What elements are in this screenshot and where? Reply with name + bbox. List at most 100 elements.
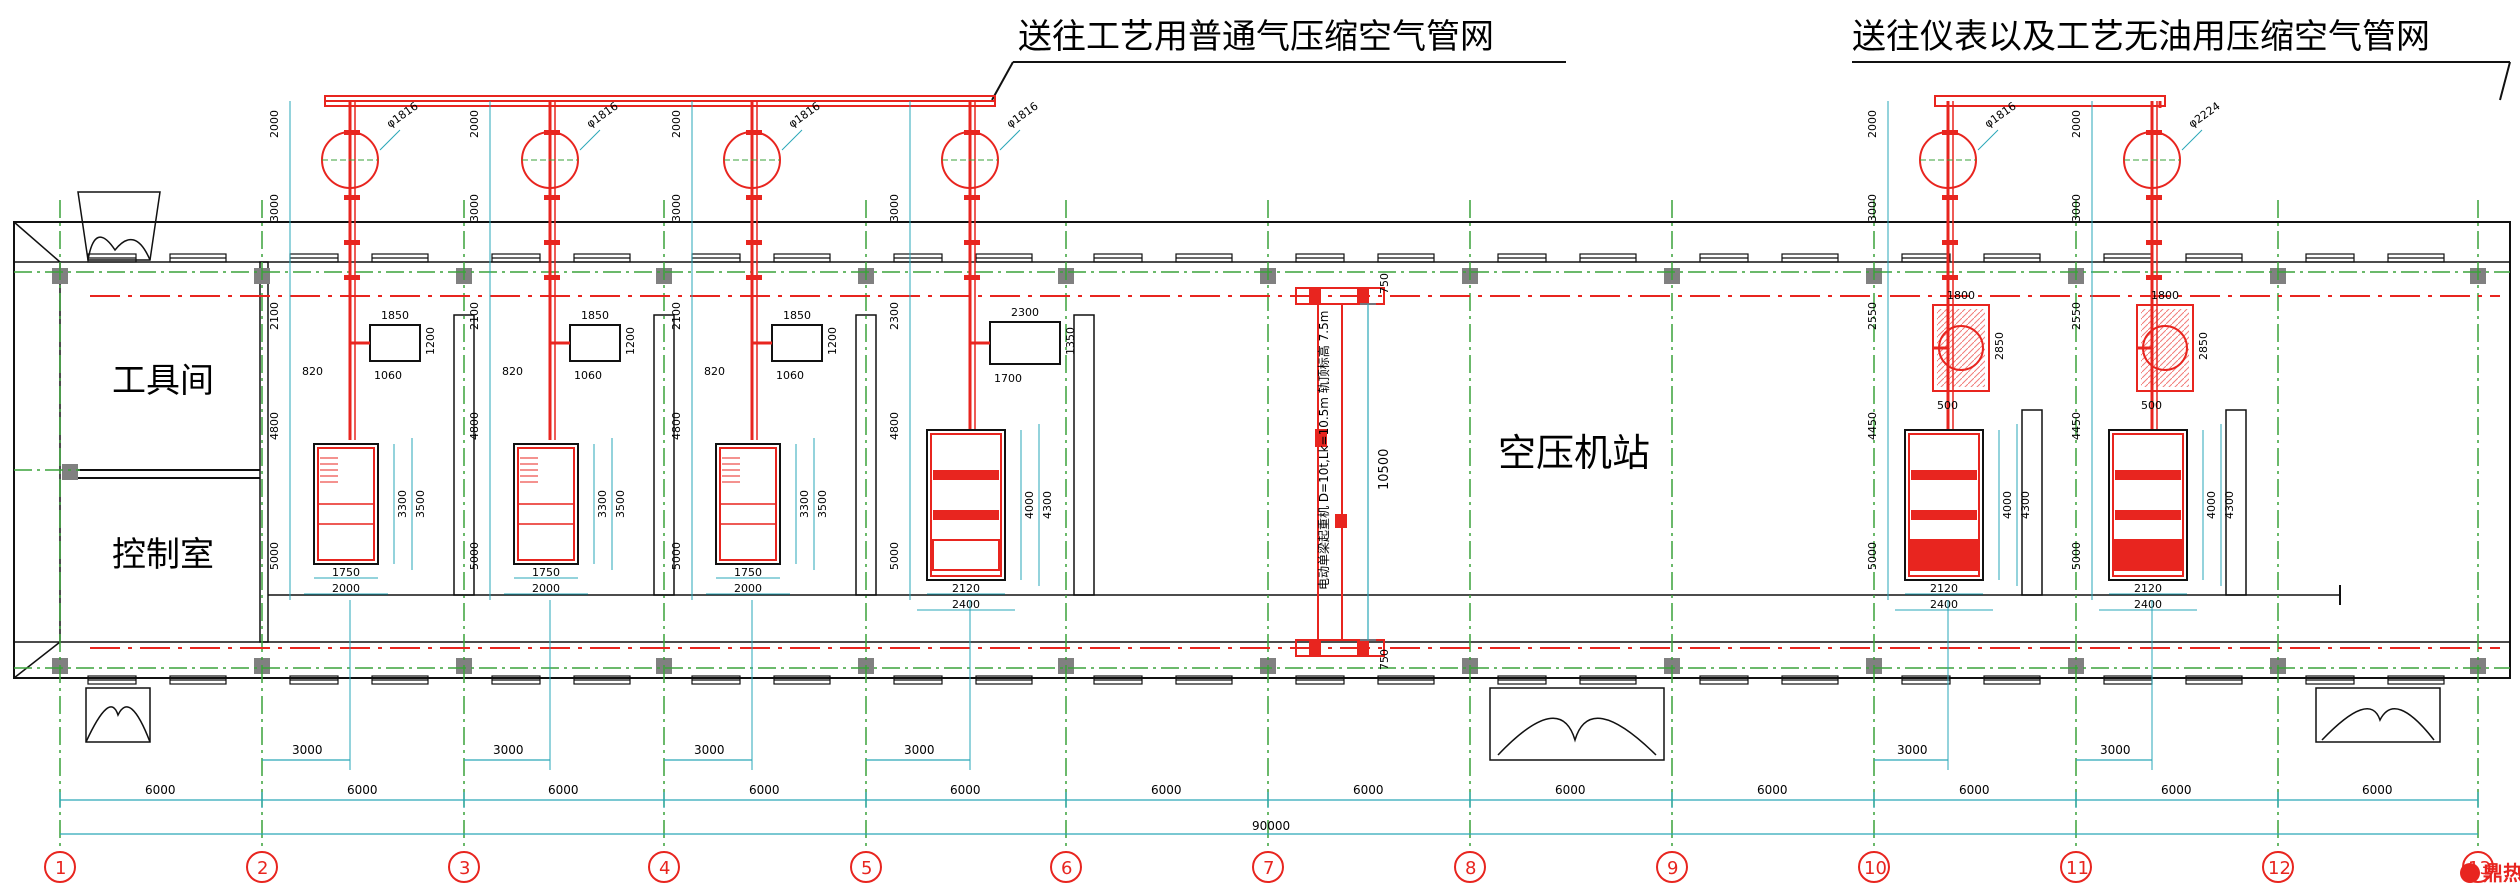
tank-size-label: φ1816 bbox=[786, 100, 822, 131]
vertical-dim: 5000 bbox=[888, 542, 901, 570]
axis-bubble bbox=[850, 851, 882, 883]
dryer-height-dim: 2850 bbox=[1993, 332, 2006, 360]
dryer-height-dim: 1200 bbox=[424, 327, 437, 355]
axis-label: 4 bbox=[659, 858, 670, 879]
compressor-width-dim: 1750 bbox=[734, 566, 762, 579]
vertical-dim: 3000 bbox=[468, 194, 481, 222]
vertical-dim: 2000 bbox=[268, 110, 281, 138]
dryer-gap-dim: 1060 bbox=[374, 369, 402, 382]
axis-bubble bbox=[1656, 851, 1688, 883]
pipe-flange bbox=[344, 130, 360, 135]
axis-label: 6 bbox=[1061, 858, 1072, 879]
axis-label: 9 bbox=[1667, 858, 1678, 879]
pipe-flange bbox=[964, 195, 980, 200]
vertical-dim: 3000 bbox=[670, 194, 683, 222]
partition-wall bbox=[2225, 409, 2247, 596]
pipe-flange bbox=[2146, 275, 2162, 280]
axis-bubble bbox=[648, 851, 680, 883]
compressor-casing bbox=[926, 429, 1006, 581]
axis-label: 11 bbox=[2066, 858, 2089, 879]
axis-bubble bbox=[1050, 851, 1082, 883]
vertical-dim: 4800 bbox=[268, 412, 281, 440]
offset-dim-text: 3000 bbox=[292, 743, 323, 757]
vertical-dim: 4800 bbox=[670, 412, 683, 440]
header-pipe-right bbox=[1934, 95, 2166, 108]
vertical-dim: 2000 bbox=[1866, 110, 1879, 138]
windows-bottom bbox=[87, 675, 2445, 685]
dryer-gap-dim: 1700 bbox=[994, 372, 1022, 385]
compressor-module bbox=[932, 539, 1000, 571]
axis-bubble bbox=[1454, 851, 1486, 883]
axis-bubble bbox=[44, 851, 76, 883]
pipe-flange bbox=[746, 130, 762, 135]
tank-size-label: φ1816 bbox=[384, 100, 420, 131]
pipe-flange bbox=[544, 275, 560, 280]
pipe-flange bbox=[344, 195, 360, 200]
dryer-gap-dim: 1060 bbox=[776, 369, 804, 382]
room-label-station: 空压机站 bbox=[1498, 431, 1650, 475]
vertical-dim: 5000 bbox=[468, 542, 481, 570]
air-dryer bbox=[989, 321, 1061, 365]
span-dim-text: 6000 bbox=[1757, 783, 1788, 797]
header-pipe-left bbox=[324, 95, 996, 107]
vertical-dim: 4800 bbox=[468, 412, 481, 440]
axis-bubble bbox=[1858, 851, 1890, 883]
compressor-height-dim: 3500 bbox=[614, 490, 627, 518]
air-dryer bbox=[771, 324, 823, 362]
overhead-crane bbox=[1295, 287, 1385, 657]
dryer-height-dim: 1350 bbox=[1064, 327, 1077, 355]
pipe-flange bbox=[344, 275, 360, 280]
compressor-module bbox=[2115, 470, 2181, 480]
dryer-height-dim: 1200 bbox=[624, 327, 637, 355]
axis-label: 2 bbox=[257, 858, 268, 879]
compressor-module bbox=[933, 510, 999, 520]
windows-top bbox=[87, 253, 2445, 263]
vertical-dim: 5000 bbox=[2070, 542, 2083, 570]
crane-bottom-dim: 750 bbox=[1378, 649, 1391, 670]
pipe-flange bbox=[1942, 275, 1958, 280]
title-left: 送往工艺用普通气压缩空气管网 bbox=[1018, 17, 1494, 57]
compressor-height-dim: 3500 bbox=[414, 490, 427, 518]
building-walls bbox=[13, 221, 2511, 679]
axis-label: 3 bbox=[459, 858, 470, 879]
vertical-dim: 2300 bbox=[888, 302, 901, 330]
tank-leader bbox=[379, 129, 401, 151]
axis-bubble bbox=[2060, 851, 2092, 883]
pipe-flange bbox=[964, 240, 980, 245]
vertical-dim: 2000 bbox=[670, 110, 683, 138]
vertical-dim: 2550 bbox=[1866, 302, 1879, 330]
span-dim-text: 6000 bbox=[1959, 783, 1990, 797]
vertical-dim: 5000 bbox=[268, 542, 281, 570]
doors bbox=[77, 191, 2441, 761]
vertical-dim: 3000 bbox=[1866, 194, 1879, 222]
offset-dim: 820 bbox=[302, 365, 323, 378]
column bbox=[62, 464, 78, 480]
span-dim-text: 6000 bbox=[145, 783, 176, 797]
dryer-height-dim: 1200 bbox=[826, 327, 839, 355]
compressor-width-dim: 2400 bbox=[2134, 598, 2162, 611]
span-dim-text: 6000 bbox=[2362, 783, 2393, 797]
span-dim-text: 6000 bbox=[548, 783, 579, 797]
offset-dim-text: 3000 bbox=[694, 743, 725, 757]
span-dim-text: 6000 bbox=[2161, 783, 2192, 797]
vertical-dim: 2100 bbox=[670, 302, 683, 330]
compressor-module bbox=[1911, 510, 1977, 520]
span-dim-text: 6000 bbox=[1555, 783, 1586, 797]
crane-top-dim: 750 bbox=[1378, 273, 1391, 294]
air-dryer bbox=[369, 324, 421, 362]
partition-wall bbox=[653, 314, 675, 596]
vertical-dim: 4800 bbox=[888, 412, 901, 440]
watermark-logo: 鼎热信 bbox=[2460, 861, 2520, 885]
axis-bubble bbox=[246, 851, 278, 883]
pipe-flange bbox=[746, 240, 762, 245]
vertical-dim: 2100 bbox=[468, 302, 481, 330]
partition-wall bbox=[453, 314, 475, 596]
pipe-flange bbox=[746, 195, 762, 200]
dryer-width-dim: 1800 bbox=[1947, 289, 1975, 302]
crane-span-dim: 10500 bbox=[1377, 449, 1392, 490]
tank-leader bbox=[2181, 129, 2203, 151]
offset-dim-text: 3000 bbox=[904, 743, 935, 757]
tank-leader bbox=[781, 129, 803, 151]
